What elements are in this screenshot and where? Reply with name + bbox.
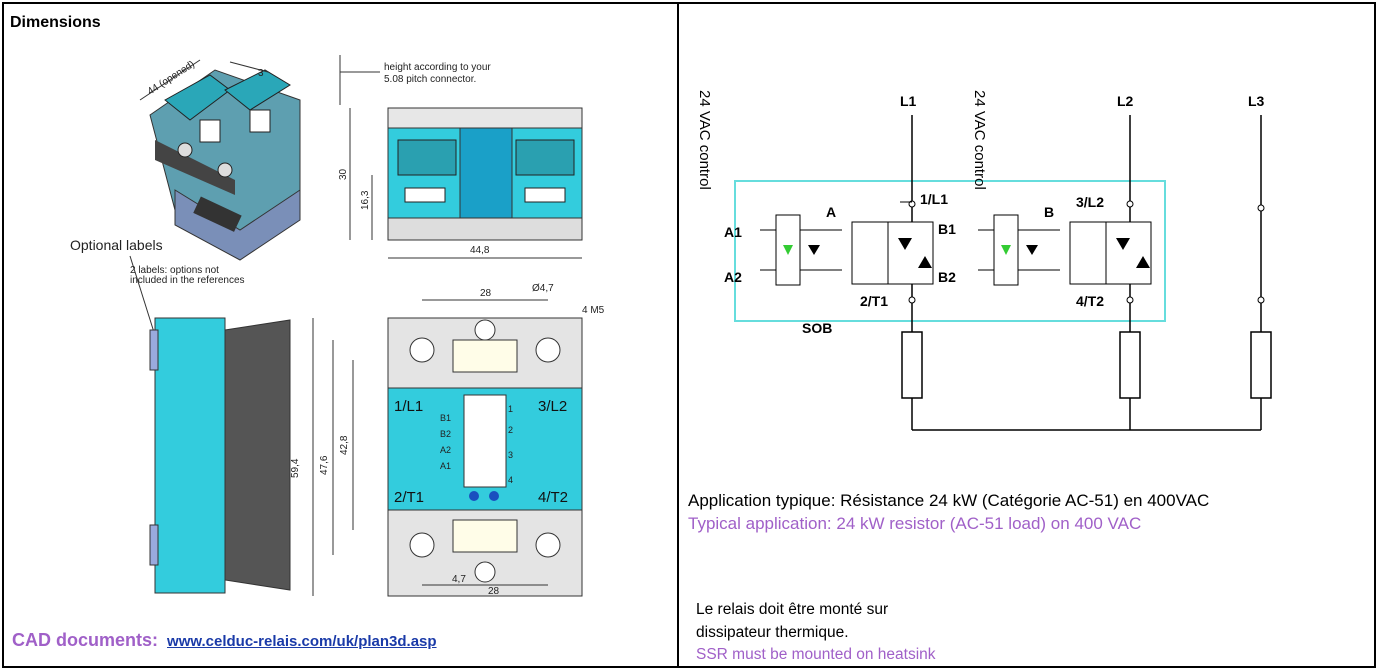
dim-3: 3 (258, 68, 264, 79)
terminal-3l2-label: 3/L2 (1076, 194, 1104, 210)
top-note-line1: height according to your (384, 62, 491, 73)
cad-documents: CAD documents: www.celduc-relais.com/uk/… (12, 630, 437, 651)
connector-num-3: 3 (508, 450, 513, 460)
sob-boundary (734, 180, 1166, 322)
dim-42-8: 42,8 (339, 435, 350, 455)
connector-pin-b1: B1 (440, 413, 451, 423)
heatsink-en: SSR must be mounted on heatsink (696, 646, 936, 663)
top-note-line2: 5.08 pitch connector. (384, 74, 476, 85)
load-resistor-3 (1250, 331, 1272, 399)
relay-side-profile (149, 317, 291, 594)
line-l1: L1 (900, 93, 917, 109)
line-l2: L2 (1117, 93, 1134, 109)
control-a-label: 24 VAC control (696, 90, 713, 190)
dim-30: 30 (338, 168, 349, 180)
input-a2-label: A2 (724, 269, 742, 285)
labels-note-line1: 2 labels: options not (130, 265, 219, 276)
wiring-diagram: 24 VAC control 24 VAC control L1 L2 L3 1… (696, 90, 1272, 431)
terminal-4t2: 4/T2 (538, 489, 568, 506)
connector-num-1: 1 (508, 404, 513, 414)
dim-hole: Ø4,7 (532, 283, 554, 294)
dim-44-8: 44,8 (470, 245, 490, 256)
connector-pin-a2: A2 (440, 445, 451, 455)
dim-28-top: 28 (480, 288, 492, 299)
module-b-label: B (1044, 204, 1054, 220)
module-a (775, 201, 934, 286)
input-b1-label: B1 (938, 221, 956, 237)
connector-pin-b2: B2 (440, 429, 451, 439)
application-fr: Application typique: Résistance 24 kW (C… (688, 491, 1210, 510)
terminal-3l2: 3/L2 (538, 398, 567, 415)
terminal-1l1-label: 1/L1 (920, 191, 948, 207)
cad-link[interactable]: www.celduc-relais.com/uk/plan3d.asp (167, 633, 437, 650)
terminal-2t1: 2/T1 (394, 489, 424, 506)
labels-note-line2: included in the references (130, 275, 245, 286)
dim-16-3: 16,3 (360, 190, 371, 210)
connector-num-4: 4 (508, 475, 513, 485)
dim-59-4: 59,4 (290, 458, 301, 478)
input-b2-label: B2 (938, 269, 956, 285)
heatsink-fr-line1: Le relais doit être monté sur (696, 601, 889, 618)
heatsink-fr-line2: dissipateur thermique. (696, 624, 849, 641)
application-en: Typical application: 24 kW resistor (AC-… (688, 514, 1142, 533)
line-l3: L3 (1248, 93, 1265, 109)
terminal-1l1: 1/L1 (394, 398, 423, 415)
dim-47-6: 47,6 (319, 455, 330, 475)
relay-top-view (312, 299, 583, 597)
sob-label: SOB (802, 320, 832, 336)
input-a1-label: A1 (724, 224, 742, 240)
connector-num-2: 2 (508, 425, 513, 435)
dim-4-7: 4,7 (452, 574, 466, 585)
dimensions-drawing: 44 (opened) 3 height according to your 5… (70, 55, 605, 597)
relay-3d-view (139, 59, 301, 261)
terminal-2t1-label: 2/T1 (860, 293, 888, 309)
dim-4m5: 4 M5 (582, 305, 605, 316)
relay-front-elevation (339, 55, 583, 259)
dimensions-title: Dimensions (10, 14, 101, 31)
connector-pin-a1: A1 (440, 461, 451, 471)
dim-28-bottom: 28 (488, 586, 500, 597)
panel-divider (677, 2, 679, 668)
control-b-label: 24 VAC control (971, 90, 988, 190)
load-resistor-2 (1119, 331, 1141, 399)
load-resistor-1 (901, 331, 923, 399)
terminal-4t2-label: 4/T2 (1076, 293, 1104, 309)
module-a-label: A (826, 204, 836, 220)
cad-label: CAD documents: (12, 630, 159, 650)
optional-labels-text: Optional labels (70, 237, 163, 253)
module-b (993, 214, 1152, 286)
